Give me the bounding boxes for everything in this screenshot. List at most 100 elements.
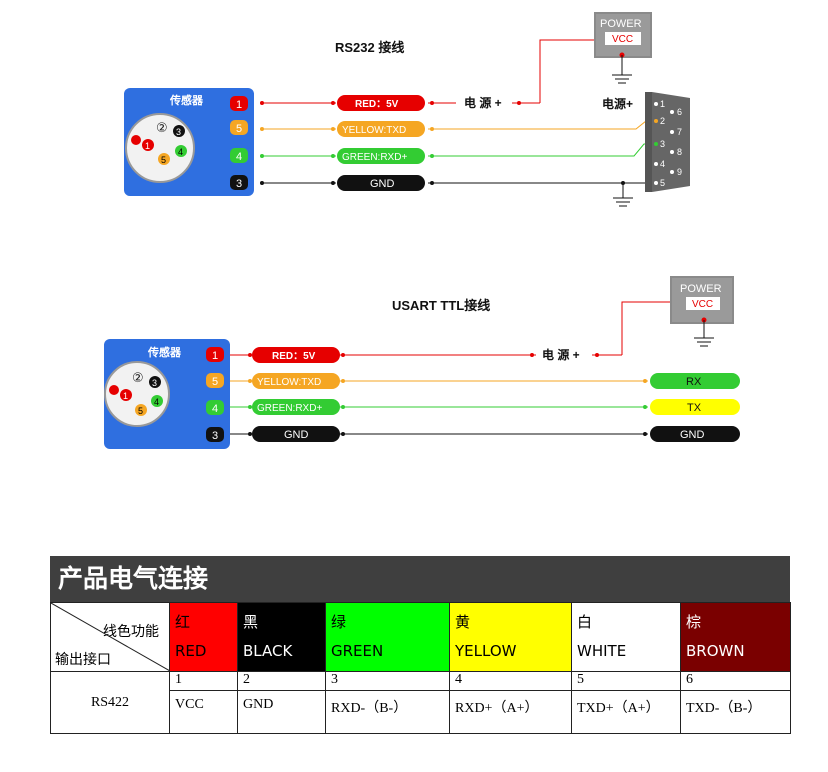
rs232-connector-label-3: 3 [176, 127, 181, 137]
db9-pin-3: 3 [660, 139, 665, 149]
db9-pin-4: 4 [660, 159, 665, 169]
rs232-pin-3: 3 [236, 178, 242, 190]
db9-pin-7: 7 [677, 127, 682, 137]
signal-value: TXD+（A+） [571, 690, 681, 734]
ttl-vcc-label: VCC [692, 299, 713, 310]
column-black-cn: 黑 [243, 613, 259, 631]
ttl-target-gnd: GND [680, 429, 705, 441]
ttl-wire-yellow-label: YELLOW:TXD [257, 377, 321, 388]
pin-number: 3 [325, 671, 450, 691]
ttl-wire-green-label: GREEN:RXD+ [257, 403, 322, 414]
rs232-wire-red-label: RED：5V [355, 99, 399, 110]
rs232-connector-label-2: ② [156, 120, 168, 135]
column-brown: 棕 BROWN [680, 602, 791, 672]
signal-value: GND [237, 690, 326, 734]
rs232-wire-green-label: GREEN:RXD+ [342, 152, 407, 163]
ttl-power-plus: 电 源 + [542, 347, 580, 362]
rs232-connector-pin-1 [142, 139, 154, 151]
pin-number-row: RS422 1 2 3 4 5 6 [50, 671, 791, 734]
ttl-connector-label-3: 3 [152, 378, 157, 388]
rs232-power-box: POWER VCC [594, 12, 652, 84]
rs232-vcc-label: VCC [612, 34, 633, 45]
rs232-pin-1: 1 [236, 99, 242, 111]
pin-number: 5 [571, 671, 681, 691]
rs232-db9-connector: 电源+ 1 2 3 4 5 6 7 8 9 [602, 92, 690, 192]
row-label: RS422 [50, 671, 170, 734]
ttl-target-tx: TX [687, 402, 702, 414]
column-red-cn: 红 [175, 613, 191, 631]
column-yellow-cn: 黄 [455, 613, 471, 631]
signal-value: RXD-（B-） [325, 690, 450, 734]
db9-pin-9: 9 [677, 167, 682, 177]
ttl-pin-4: 4 [212, 403, 218, 415]
wiring-diagram: RS232 接线 传感器 ② 3 1 4 5 1 5 4 3 RED：5V 电 [104, 12, 740, 449]
ttl-wire-black-label: GND [284, 429, 309, 441]
ttl-power-box: POWER VCC [670, 276, 734, 347]
column-yellow: 黄 YELLOW [449, 602, 572, 672]
column-black: 黑 BLACK [237, 602, 326, 672]
signal-value: TXD-（B-） [680, 690, 791, 734]
column-red: 红 RED [169, 602, 238, 672]
ttl-connector-label-2: ② [132, 370, 144, 385]
pin-number: 2 [237, 671, 326, 691]
rs232-pin-5: 5 [236, 123, 242, 135]
ttl-pin-badges: 1 5 4 3 [206, 347, 224, 442]
rs232-connector-label-5: 5 [161, 155, 166, 165]
rs232-db9-label: 电源+ [602, 96, 633, 111]
ttl-connector-label-4: 4 [154, 397, 159, 407]
rs232-connector-label-1: 1 [145, 141, 150, 151]
table-title: 产品电气连接 [50, 556, 790, 602]
db9-pin-5: 5 [660, 178, 665, 188]
header-row: 线色功能 输出接口 红 RED 黑 BLACK 绿 GREEN 黄 YELLOW… [50, 602, 791, 672]
ttl-connector-label-5: 5 [138, 406, 143, 416]
db9-pin-6: 6 [677, 107, 682, 117]
rs232-power-label: POWER [600, 18, 642, 30]
ttl-sensor: 传感器 ② 3 1 4 5 [104, 339, 230, 449]
corner-top-label: 线色功能 [103, 624, 159, 640]
rs232-pin-4: 4 [236, 151, 242, 163]
ttl-wire-red-label: RED：5V [272, 351, 316, 362]
column-white-en: WHITE [577, 642, 627, 660]
corner-bottom-label: 输出接口 [55, 652, 111, 668]
ttl-pin-1: 1 [212, 350, 218, 362]
ttl-targets: RX TX GND [650, 373, 740, 442]
rs232-connector-label-4: 4 [178, 147, 183, 157]
rs232-power-plus: 电 源 + [464, 95, 502, 110]
rs232-wire-yellow-label: YELLOW:TXD [342, 125, 406, 136]
column-red-en: RED [175, 642, 207, 660]
column-green-cn: 绿 [331, 613, 347, 631]
rs232-connector-pin-3 [173, 125, 185, 137]
column-green: 绿 GREEN [325, 602, 450, 672]
pin-number: 1 [169, 671, 238, 691]
rs232-wires: RED：5V 电 源 + YELLOW:TXD GREEN:RXD+ GND [260, 39, 652, 207]
signal-value: VCC [169, 690, 238, 734]
corner-diagonal [51, 603, 170, 671]
column-green-en: GREEN [331, 642, 384, 660]
rs232-wire-black-label: GND [370, 178, 395, 190]
ttl-pin-3: 3 [212, 430, 218, 442]
ttl-pin-5: 5 [212, 376, 218, 388]
column-yellow-en: YELLOW [455, 642, 517, 660]
column-white: 白 WHITE [571, 602, 681, 672]
db9-pin-1: 1 [660, 99, 665, 109]
rs232-pin-badges: 1 5 4 3 [230, 96, 248, 190]
signal-value: RXD+（A+） [449, 690, 572, 734]
column-white-cn: 白 [577, 613, 593, 631]
rs232-sensor: 传感器 ② 3 1 4 5 [124, 88, 254, 196]
column-brown-en: BROWN [686, 642, 745, 660]
pin-number: 4 [449, 671, 572, 691]
db9-pin-8: 8 [677, 147, 682, 157]
signal-row: VCC GND RXD-（B-） RXD+（A+） TXD+（A+） TXD-（… [51, 690, 791, 734]
ttl-target-rx: RX [686, 376, 702, 388]
rs232-connector-pin-5 [158, 153, 170, 165]
electrical-connection-table: 产品电气连接 线色功能 输出接口 红 RED 黑 BLACK 绿 GREEN [50, 556, 791, 734]
column-black-en: BLACK [243, 642, 293, 660]
pin-number: 6 [680, 671, 791, 691]
ttl-power-label: POWER [680, 283, 722, 295]
db9-pin-2: 2 [660, 116, 665, 126]
corner-cell: 线色功能 输出接口 [50, 602, 170, 672]
ttl-title: USART TTL接线 [392, 298, 490, 313]
rs232-sensor-label: 传感器 [169, 93, 204, 107]
rs232-connector-pin-4 [175, 145, 187, 157]
ttl-connector-label-1: 1 [123, 391, 128, 401]
